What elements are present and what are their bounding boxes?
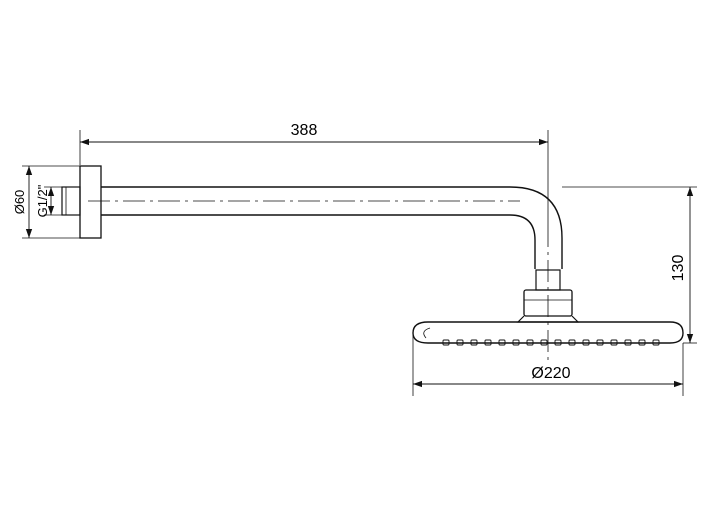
- arm-length-dimension: 388: [79, 122, 549, 225]
- thread-label: G1/2": [35, 184, 50, 217]
- shower-arm: [88, 186, 563, 360]
- nozzle: [610, 339, 618, 346]
- nozzle: [582, 339, 590, 346]
- head-diameter-label: Ø220: [531, 365, 570, 382]
- nozzle-row: [442, 339, 660, 346]
- nozzle: [484, 339, 492, 346]
- flange-body: [79, 165, 102, 239]
- head-diameter-dimension: Ø220: [412, 333, 684, 396]
- nozzle: [526, 339, 534, 346]
- nozzle: [638, 339, 646, 346]
- nozzle: [470, 339, 478, 346]
- nozzle: [554, 339, 562, 346]
- nozzle: [596, 339, 604, 346]
- nozzle: [512, 339, 520, 346]
- drop-height-dimension: 130: [562, 186, 697, 344]
- nozzle: [442, 339, 450, 346]
- nozzle: [540, 339, 548, 346]
- nozzle: [568, 339, 576, 346]
- wall-flange: [61, 165, 102, 239]
- nozzle: [652, 339, 660, 346]
- arm-length-label: 388: [291, 122, 318, 139]
- flange-diameter-dimension: Ø60: [12, 165, 80, 239]
- thread-connector: [61, 186, 81, 216]
- thread-dimension: G1/2": [35, 184, 62, 217]
- flange-diameter-label: Ø60: [12, 190, 27, 215]
- drop-height-label: 130: [670, 255, 687, 282]
- nozzle: [624, 339, 632, 346]
- nozzle: [498, 339, 506, 346]
- shower-head: [412, 321, 684, 346]
- nozzle: [456, 339, 464, 346]
